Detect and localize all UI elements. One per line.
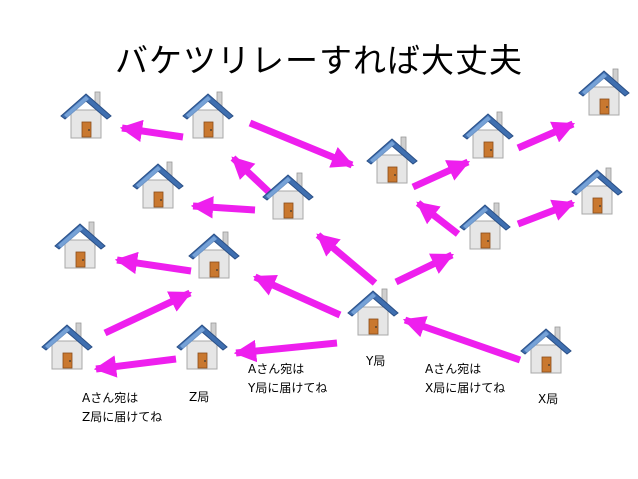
- arrow-a4: [516, 120, 576, 152]
- arrow-a2: [248, 119, 355, 169]
- arrow-a11: [252, 273, 342, 319]
- arrow-a14: [402, 316, 522, 364]
- arrow-a1: [119, 119, 184, 143]
- message-line: Aさん宛は: [425, 362, 482, 376]
- message-line: Aさん宛は: [82, 391, 139, 405]
- arrow-a6: [415, 200, 461, 237]
- house-icon: [262, 172, 314, 220]
- arrow-a9: [315, 232, 378, 286]
- arrow-a8: [190, 196, 256, 219]
- arrow-a12: [114, 251, 192, 275]
- houses: [41, 68, 630, 374]
- house-icon: [132, 161, 184, 209]
- x-station-label: X局: [538, 392, 559, 406]
- message-to-y: Aさん宛は Y局に届けてね: [248, 360, 327, 398]
- house-icon: [459, 202, 511, 250]
- y-station-label: Y局: [366, 354, 386, 368]
- arrow-a5: [516, 199, 576, 228]
- arrows: [93, 119, 576, 378]
- z-station-label: Z局: [189, 390, 210, 404]
- arrow-a13: [103, 289, 193, 337]
- house-icon: [462, 111, 514, 159]
- arrow-a3: [411, 158, 471, 191]
- arrow-a16: [93, 355, 177, 378]
- message-to-x: Aさん宛は X局に届けてね: [425, 360, 505, 398]
- house-icon: [182, 91, 234, 139]
- house-icon: [188, 231, 240, 279]
- message-to-z: Aさん宛は Z局に届けてね: [82, 389, 162, 427]
- house-icon: [60, 91, 112, 139]
- message-line: Aさん宛は: [248, 362, 305, 376]
- house-icon: [41, 322, 93, 370]
- house-icon: [520, 326, 572, 374]
- message-line: Y局に届けてね: [248, 381, 328, 395]
- house-icon: [366, 136, 418, 184]
- arrow-a10: [394, 251, 455, 286]
- arrow-a7: [230, 155, 273, 196]
- house-icon: [54, 221, 106, 269]
- message-line: Z局に届けてね: [82, 410, 163, 424]
- slide-title: バケツリレーすれば大丈夫: [115, 41, 523, 80]
- message-line: X局に届けてね: [425, 381, 506, 395]
- house-icon: [176, 322, 228, 370]
- house-icon: [347, 288, 399, 336]
- arrow-a15: [233, 339, 338, 363]
- house-icon: [571, 167, 623, 215]
- house-icon: [578, 68, 630, 116]
